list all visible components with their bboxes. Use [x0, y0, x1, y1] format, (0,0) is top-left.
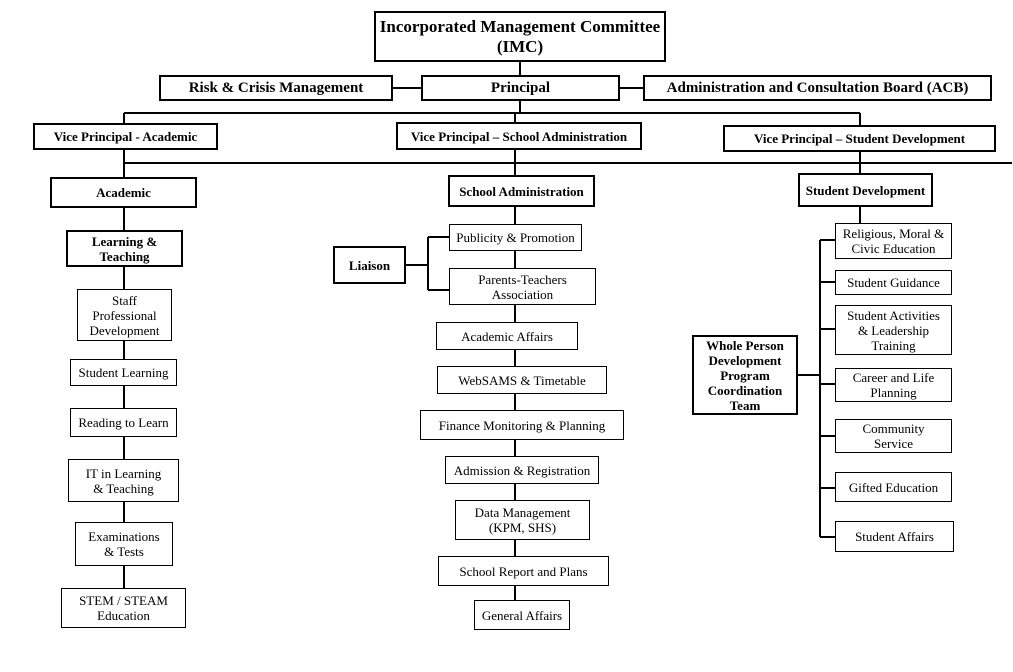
stem-steam-box: STEM / STEAM Education — [61, 588, 186, 628]
acb-box: Administration and Consultation Board (A… — [643, 75, 992, 101]
staff-professional-development-box: Staff Professional Development — [77, 289, 172, 341]
vp-academic-box: Vice Principal - Academic — [33, 123, 218, 150]
parents-teachers-association-box: Parents-Teachers Association — [449, 268, 596, 305]
whole-person-team-box: Whole Person Development Program Coordin… — [692, 335, 798, 415]
gifted-education-box: Gifted Education — [835, 472, 952, 502]
school-admin-head-box: School Administration — [448, 175, 595, 207]
religious-moral-civic-box: Religious, Moral & Civic Education — [835, 223, 952, 259]
data-management-box: Data Management (KPM, SHS) — [455, 500, 590, 540]
academic-affairs-box: Academic Affairs — [436, 322, 578, 350]
reading-to-learn-box: Reading to Learn — [70, 408, 177, 437]
student-affairs-box: Student Affairs — [835, 521, 954, 552]
academic-head-box: Academic — [50, 177, 197, 208]
community-service-box: Community Service — [835, 419, 952, 453]
student-guidance-box: Student Guidance — [835, 270, 952, 295]
it-learning-teaching-box: IT in Learning & Teaching — [68, 459, 179, 502]
risk-crisis-box: Risk & Crisis Management — [159, 75, 393, 101]
career-life-planning-box: Career and Life Planning — [835, 368, 952, 402]
student-learning-box: Student Learning — [70, 359, 177, 386]
school-report-plans-box: School Report and Plans — [438, 556, 609, 586]
vp-student-dev-box: Vice Principal – Student Development — [723, 125, 996, 152]
student-dev-head-box: Student Development — [798, 173, 933, 207]
imc-box: Incorporated Management Committee (IMC) — [374, 11, 666, 62]
liaison-box: Liaison — [333, 246, 406, 284]
general-affairs-box: General Affairs — [474, 600, 570, 630]
learning-teaching-box: Learning & Teaching — [66, 230, 183, 267]
publicity-promotion-box: Publicity & Promotion — [449, 224, 582, 251]
examinations-tests-box: Examinations & Tests — [75, 522, 173, 566]
student-activities-leadership-box: Student Activities & Leadership Training — [835, 305, 952, 355]
admission-registration-box: Admission & Registration — [445, 456, 599, 484]
vp-school-admin-box: Vice Principal – School Administration — [396, 122, 642, 150]
principal-box: Principal — [421, 75, 620, 101]
websams-timetable-box: WebSAMS & Timetable — [437, 366, 607, 394]
finance-monitoring-box: Finance Monitoring & Planning — [420, 410, 624, 440]
